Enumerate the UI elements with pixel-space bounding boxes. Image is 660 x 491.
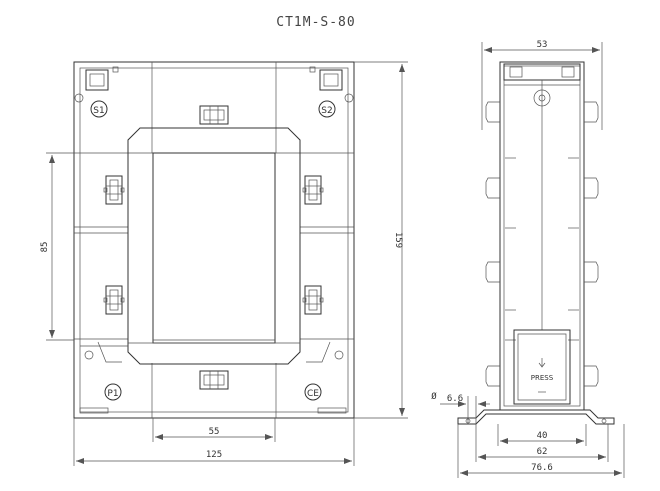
top-clip	[199, 105, 229, 125]
dim-base-40: 40	[537, 431, 548, 441]
dim-base-76-6: 76.6	[531, 463, 553, 473]
ce-mark	[304, 383, 322, 401]
bottom-clip	[199, 370, 229, 390]
left-clip-lower	[103, 285, 125, 315]
front-view: S1 S2 P1 CE	[73, 61, 355, 419]
front-dimensions: 85 159 55 125	[40, 61, 408, 466]
mounting-foot	[457, 409, 615, 425]
dim-height-85: 85	[40, 242, 50, 253]
terminal-p1	[104, 383, 122, 401]
dim-window-55: 55	[209, 427, 220, 437]
dim-hole-6-6: 6.6	[447, 394, 463, 404]
side-dimensions: 53 Ø 6.6 40 62 76.6	[431, 40, 625, 478]
ce-mark-label: CE	[307, 389, 319, 399]
side-view: PRESS	[457, 61, 615, 425]
side-body	[499, 61, 585, 411]
dim-width-125: 125	[206, 450, 222, 460]
right-clip-upper	[302, 175, 324, 205]
terminal-s2	[318, 100, 336, 118]
press-latch	[513, 329, 571, 405]
left-clip-upper	[103, 175, 125, 205]
window-opening	[152, 152, 276, 344]
dim-height-159: 159	[393, 232, 403, 248]
dim-top-53: 53	[537, 40, 548, 50]
front-outline	[73, 61, 355, 419]
terminal-s2-label: S2	[321, 106, 332, 116]
terminal-s1	[90, 100, 108, 118]
press-label: PRESS	[531, 374, 554, 382]
terminal-s1-label: S1	[93, 106, 104, 116]
right-clip-lower	[302, 285, 324, 315]
dim-hole-symbol: Ø	[431, 391, 437, 402]
arrow-down-icon	[538, 358, 546, 368]
drawing-title: CT1M-S-80	[276, 15, 355, 30]
terminal-p1-label: P1	[107, 389, 118, 399]
dim-base-62: 62	[537, 447, 548, 457]
